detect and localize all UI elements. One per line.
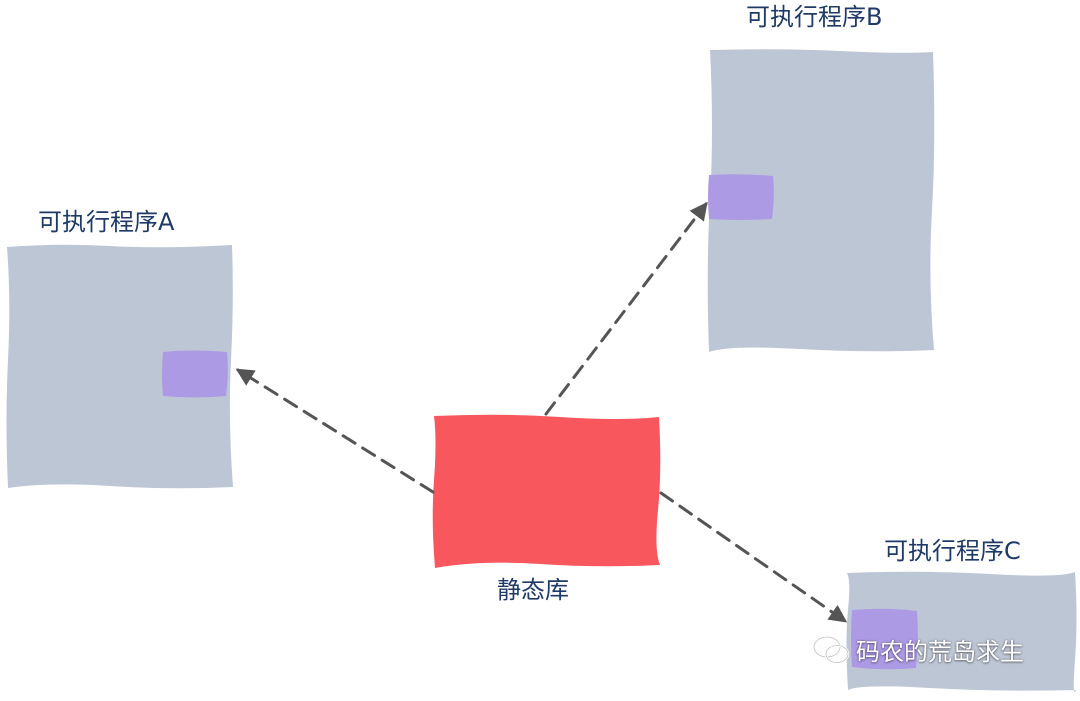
program-b-box: [707, 49, 935, 352]
program-a-embedded-block: [162, 350, 228, 398]
static-lib-label: 静态库: [497, 576, 569, 604]
arrow-static-lib-to-program-b: [544, 201, 708, 416]
program-a-box: [6, 244, 233, 489]
static-lib-box: [432, 414, 661, 568]
arrows: [235, 201, 848, 623]
program-c-embedded-block: [851, 608, 918, 670]
program-a-label: 可执行程序A: [38, 208, 175, 236]
watermark: 码农的荒岛求生: [812, 635, 1024, 669]
program-b-embedded-block: [708, 174, 774, 220]
program-c-label: 可执行程序C: [884, 537, 1021, 565]
program-b-label: 可执行程序B: [746, 3, 883, 31]
arrow-static-lib-to-program-c: [659, 491, 848, 623]
wechat-icon: [812, 635, 850, 669]
arrow-static-lib-to-program-a: [235, 368, 435, 494]
watermark-text: 码农的荒岛求生: [856, 638, 1024, 666]
